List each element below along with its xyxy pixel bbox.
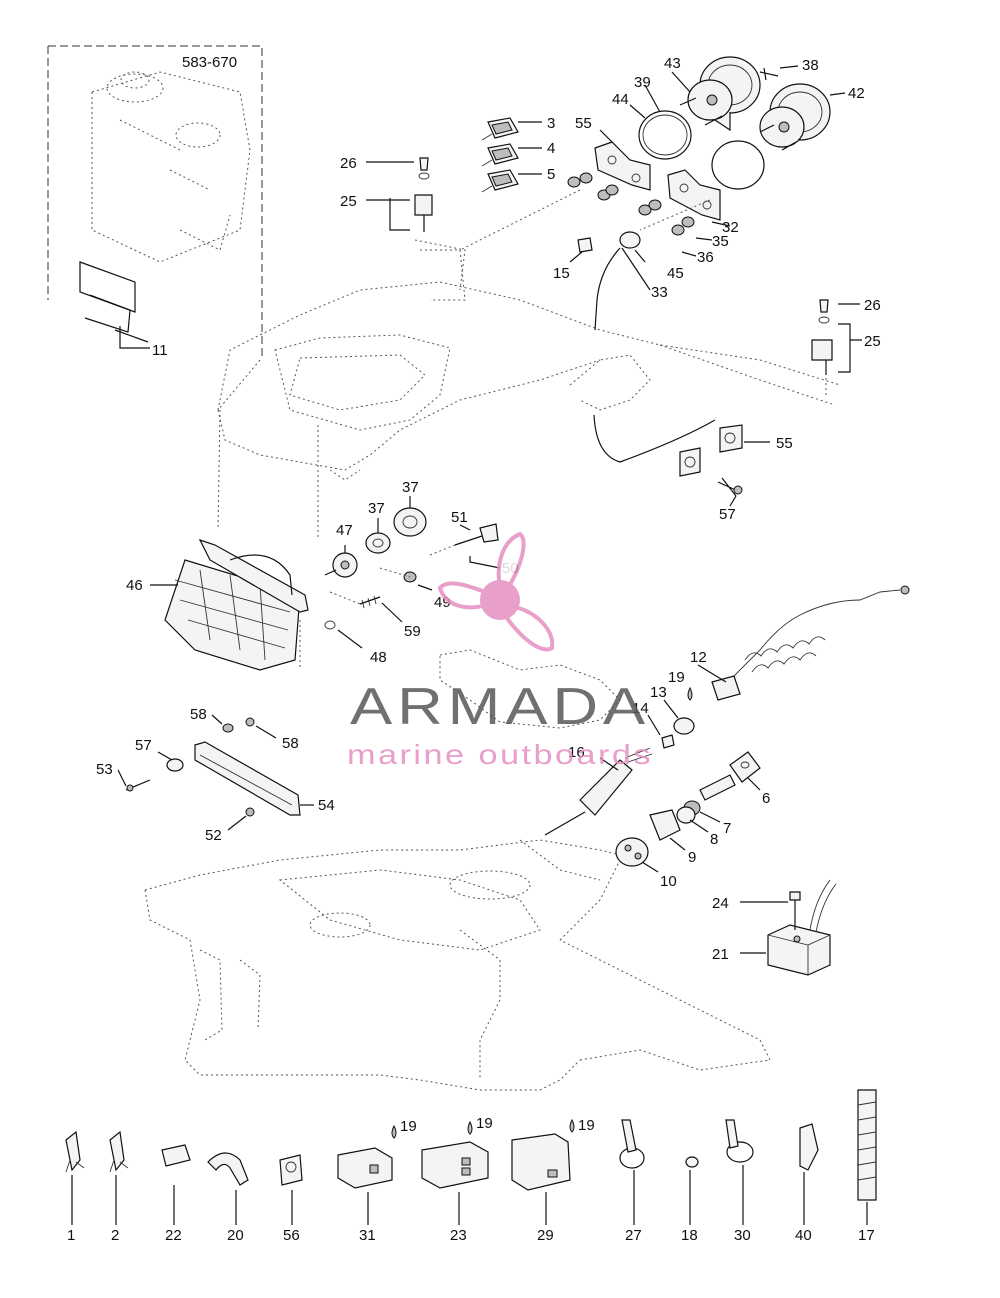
propeller-hub — [480, 580, 520, 620]
callout-33: 33 — [651, 284, 668, 301]
mounting-bracket — [125, 717, 301, 817]
brand-name: ARMADA — [350, 678, 650, 736]
wiring-harness-loop — [439, 649, 621, 729]
callout-31: 31 — [359, 1227, 376, 1244]
leader-lines — [117, 65, 862, 954]
horn-assembly — [164, 507, 499, 671]
brand-tagline: marine outboards — [347, 739, 653, 770]
callout-20: 20 — [227, 1227, 244, 1244]
callout-47: 48 — [370, 649, 387, 666]
toggle-switch-left — [414, 157, 466, 291]
callout-29: 29 — [537, 1227, 554, 1244]
callout-41: 42 — [848, 85, 865, 102]
hardware-row — [65, 1089, 877, 1225]
callout-7: 7 — [723, 820, 731, 837]
callout-3: 3 — [547, 115, 555, 132]
callout-56: 57 — [719, 506, 736, 523]
callout-12: 12 — [690, 649, 707, 666]
toggle-switch-right — [811, 299, 833, 398]
callout-37: 37 — [402, 479, 419, 496]
callout-51: 52 — [205, 827, 222, 844]
callout-25-right: 25 — [864, 333, 881, 350]
callout-53: 54 — [318, 797, 335, 814]
callout-16: 16 — [568, 744, 585, 761]
propeller-icon — [437, 531, 555, 652]
ignition-assembly — [544, 585, 910, 867]
cable-clamps — [679, 424, 743, 497]
gauge-cluster — [567, 56, 831, 463]
callout-21: 21 — [712, 946, 729, 963]
switch-boots — [481, 117, 519, 193]
callout-54: 55 — [575, 115, 592, 132]
hull-deck-outline — [217, 249, 841, 540]
callout-8: 8 — [710, 831, 718, 848]
callout-19-connector-31: 19 — [400, 1118, 417, 1135]
callout-9: 9 — [688, 849, 696, 866]
lower-hull-outline — [144, 839, 771, 1091]
propeller-blade-left — [437, 581, 492, 610]
callout-2: 2 — [111, 1227, 119, 1244]
callout-19-connector-29: 19 — [578, 1117, 595, 1134]
callout-23: 23 — [450, 1227, 467, 1244]
callout-22: 22 — [165, 1227, 182, 1244]
callout-57-upper: 58 — [190, 706, 207, 723]
callout-35: 36 — [697, 249, 714, 266]
callout-19-connector-23: 19 — [476, 1115, 493, 1132]
callout-43: 44 — [612, 91, 629, 108]
callout-45: 46 — [126, 577, 143, 594]
callout-55-upper: 55 — [776, 435, 793, 452]
callout-17: 17 — [858, 1227, 875, 1244]
callout-57-lower: 57 — [135, 737, 152, 754]
callout-26: 26 — [340, 155, 357, 172]
callout-58: 58 — [282, 735, 299, 752]
callout-52: 53 — [96, 761, 113, 778]
callout-labels: 3 4 5 26 25 11 55 43 39 44 38 42 32 35 3… — [67, 55, 881, 1244]
watermark-logo: ARMADA marine outboards — [347, 531, 653, 770]
model-range-label: 583-670 — [182, 54, 237, 71]
callout-11: 11 — [152, 342, 168, 359]
callout-42: 43 — [664, 55, 681, 72]
callout-4: 4 — [547, 140, 555, 157]
callout-44: 45 — [667, 265, 684, 282]
callout-59: 59 — [404, 623, 421, 640]
callout-24: 24 — [712, 895, 729, 912]
callout-40: 40 — [795, 1227, 812, 1244]
callout-26-right: 26 — [864, 297, 881, 314]
callout-18: 18 — [681, 1227, 698, 1244]
callout-15: 15 — [553, 265, 570, 282]
rectifier-module — [767, 879, 837, 976]
callout-39: 39 — [634, 74, 651, 91]
callout-19: 19 — [668, 669, 685, 686]
callout-5: 5 — [547, 166, 555, 183]
callout-32: 32 — [722, 219, 739, 236]
callout-27: 27 — [625, 1227, 642, 1244]
callout-36: 37 — [368, 500, 385, 517]
callout-30: 30 — [734, 1227, 751, 1244]
callout-25: 25 — [340, 193, 357, 210]
callout-10: 10 — [660, 873, 677, 890]
callout-34: 35 — [712, 233, 729, 250]
propeller-blade-top — [496, 531, 526, 590]
callout-46: 47 — [336, 522, 353, 539]
callout-38: 38 — [802, 57, 819, 74]
callout-6: 6 — [762, 790, 770, 807]
callout-13: 13 — [650, 684, 667, 701]
callout-1: 1 — [67, 1227, 75, 1244]
callout-55-lower: 56 — [283, 1227, 300, 1244]
callout-14: 14 — [632, 700, 649, 717]
oil-tank-inset: 583-670 — [47, 45, 263, 358]
callout-50: 51 — [451, 509, 468, 526]
propeller-blade-right — [501, 603, 555, 652]
